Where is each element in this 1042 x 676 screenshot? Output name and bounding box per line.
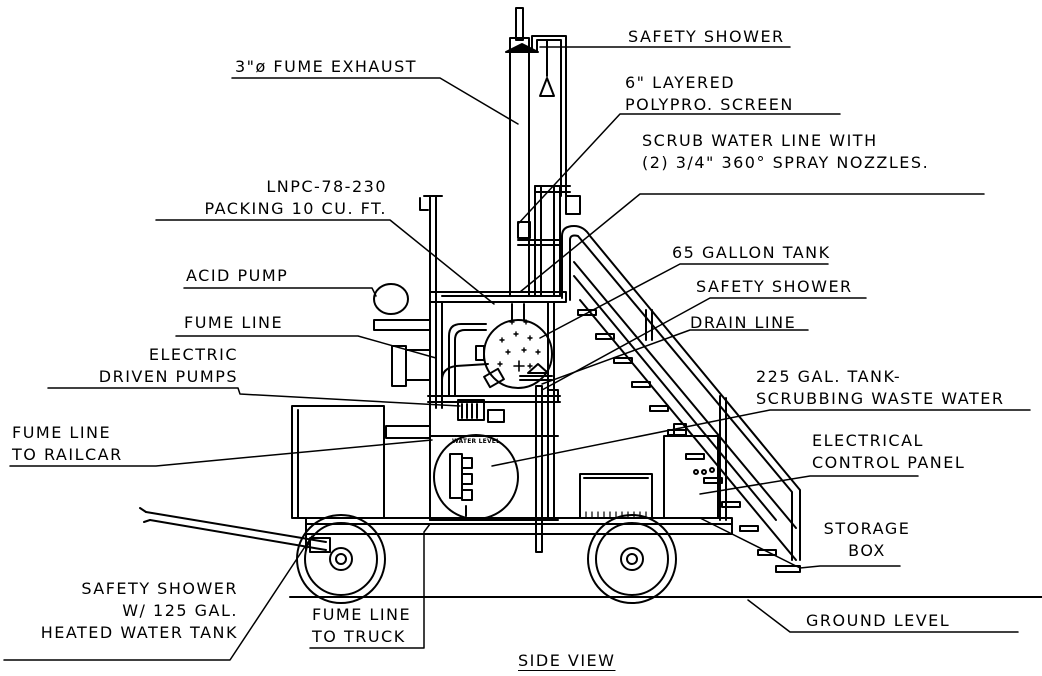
callout-65-gallon-tank: 65 GALLON TANK [672,243,831,262]
stair-treads [577,309,801,573]
callout-ground-level: GROUND LEVEL [806,611,951,630]
callout-electric-pumps: ELECTRIC DRIVEN PUMPS [98,345,238,386]
rear-wheel [587,514,677,604]
storage-box [579,473,653,519]
packed-tank-65gal [475,303,553,389]
callout-safety-shower-top: SAFETY SHOWER [628,27,785,46]
drawing-title: SIDE VIEW [518,651,616,670]
callout-fume-line-truck: FUME LINE TO TRUCK [312,605,412,646]
heated-water-tank-box [291,405,385,519]
callout-fume-line-railcar: FUME LINE TO RAILCAR [12,423,123,464]
callout-225-gal-tank: 225 GAL. TANK- SCRUBBING WASTE WATER [756,367,1005,408]
callout-polypro-screen: 6" LAYERED POLYPRO. SCREEN [625,73,794,114]
callout-drain-line: DRAIN LINE [690,313,797,332]
electrical-control-panel [663,423,719,519]
tow-bar [139,507,331,553]
callout-scrub-water-line: SCRUB WATER LINE WITH (2) 3/4" 360° SPRA… [642,131,930,172]
callout-packing: LNPC-78-230 PACKING 10 CU. FT. [204,177,387,218]
electric-pumps [457,399,505,423]
acid-pump [373,283,431,331]
callout-fume-line: FUME LINE [184,313,284,332]
callout-fume-exhaust: 3"ø FUME EXHAUST [235,57,418,76]
safety-shower-head [505,35,567,197]
frame-brackets [385,345,431,439]
leader-lines [3,46,1031,661]
callout-safety-shower-tank: SAFETY SHOWER W/ 125 GAL. HEATED WATER T… [40,579,238,642]
mid-frame [427,301,561,553]
callout-control-panel: ELECTRICAL CONTROL PANEL [812,431,966,472]
waste-water-tank-225gal [429,407,559,521]
callout-safety-shower-mid: SAFETY SHOWER [696,277,853,296]
water-level-tag: WATER LEVEL [452,438,501,445]
front-wheel [296,514,386,604]
trailer-chassis [305,517,733,551]
callout-storage-box: STORAGE BOX [823,519,911,560]
callout-acid-pump: ACID PUMP [186,266,289,285]
upper-frame [419,185,581,409]
